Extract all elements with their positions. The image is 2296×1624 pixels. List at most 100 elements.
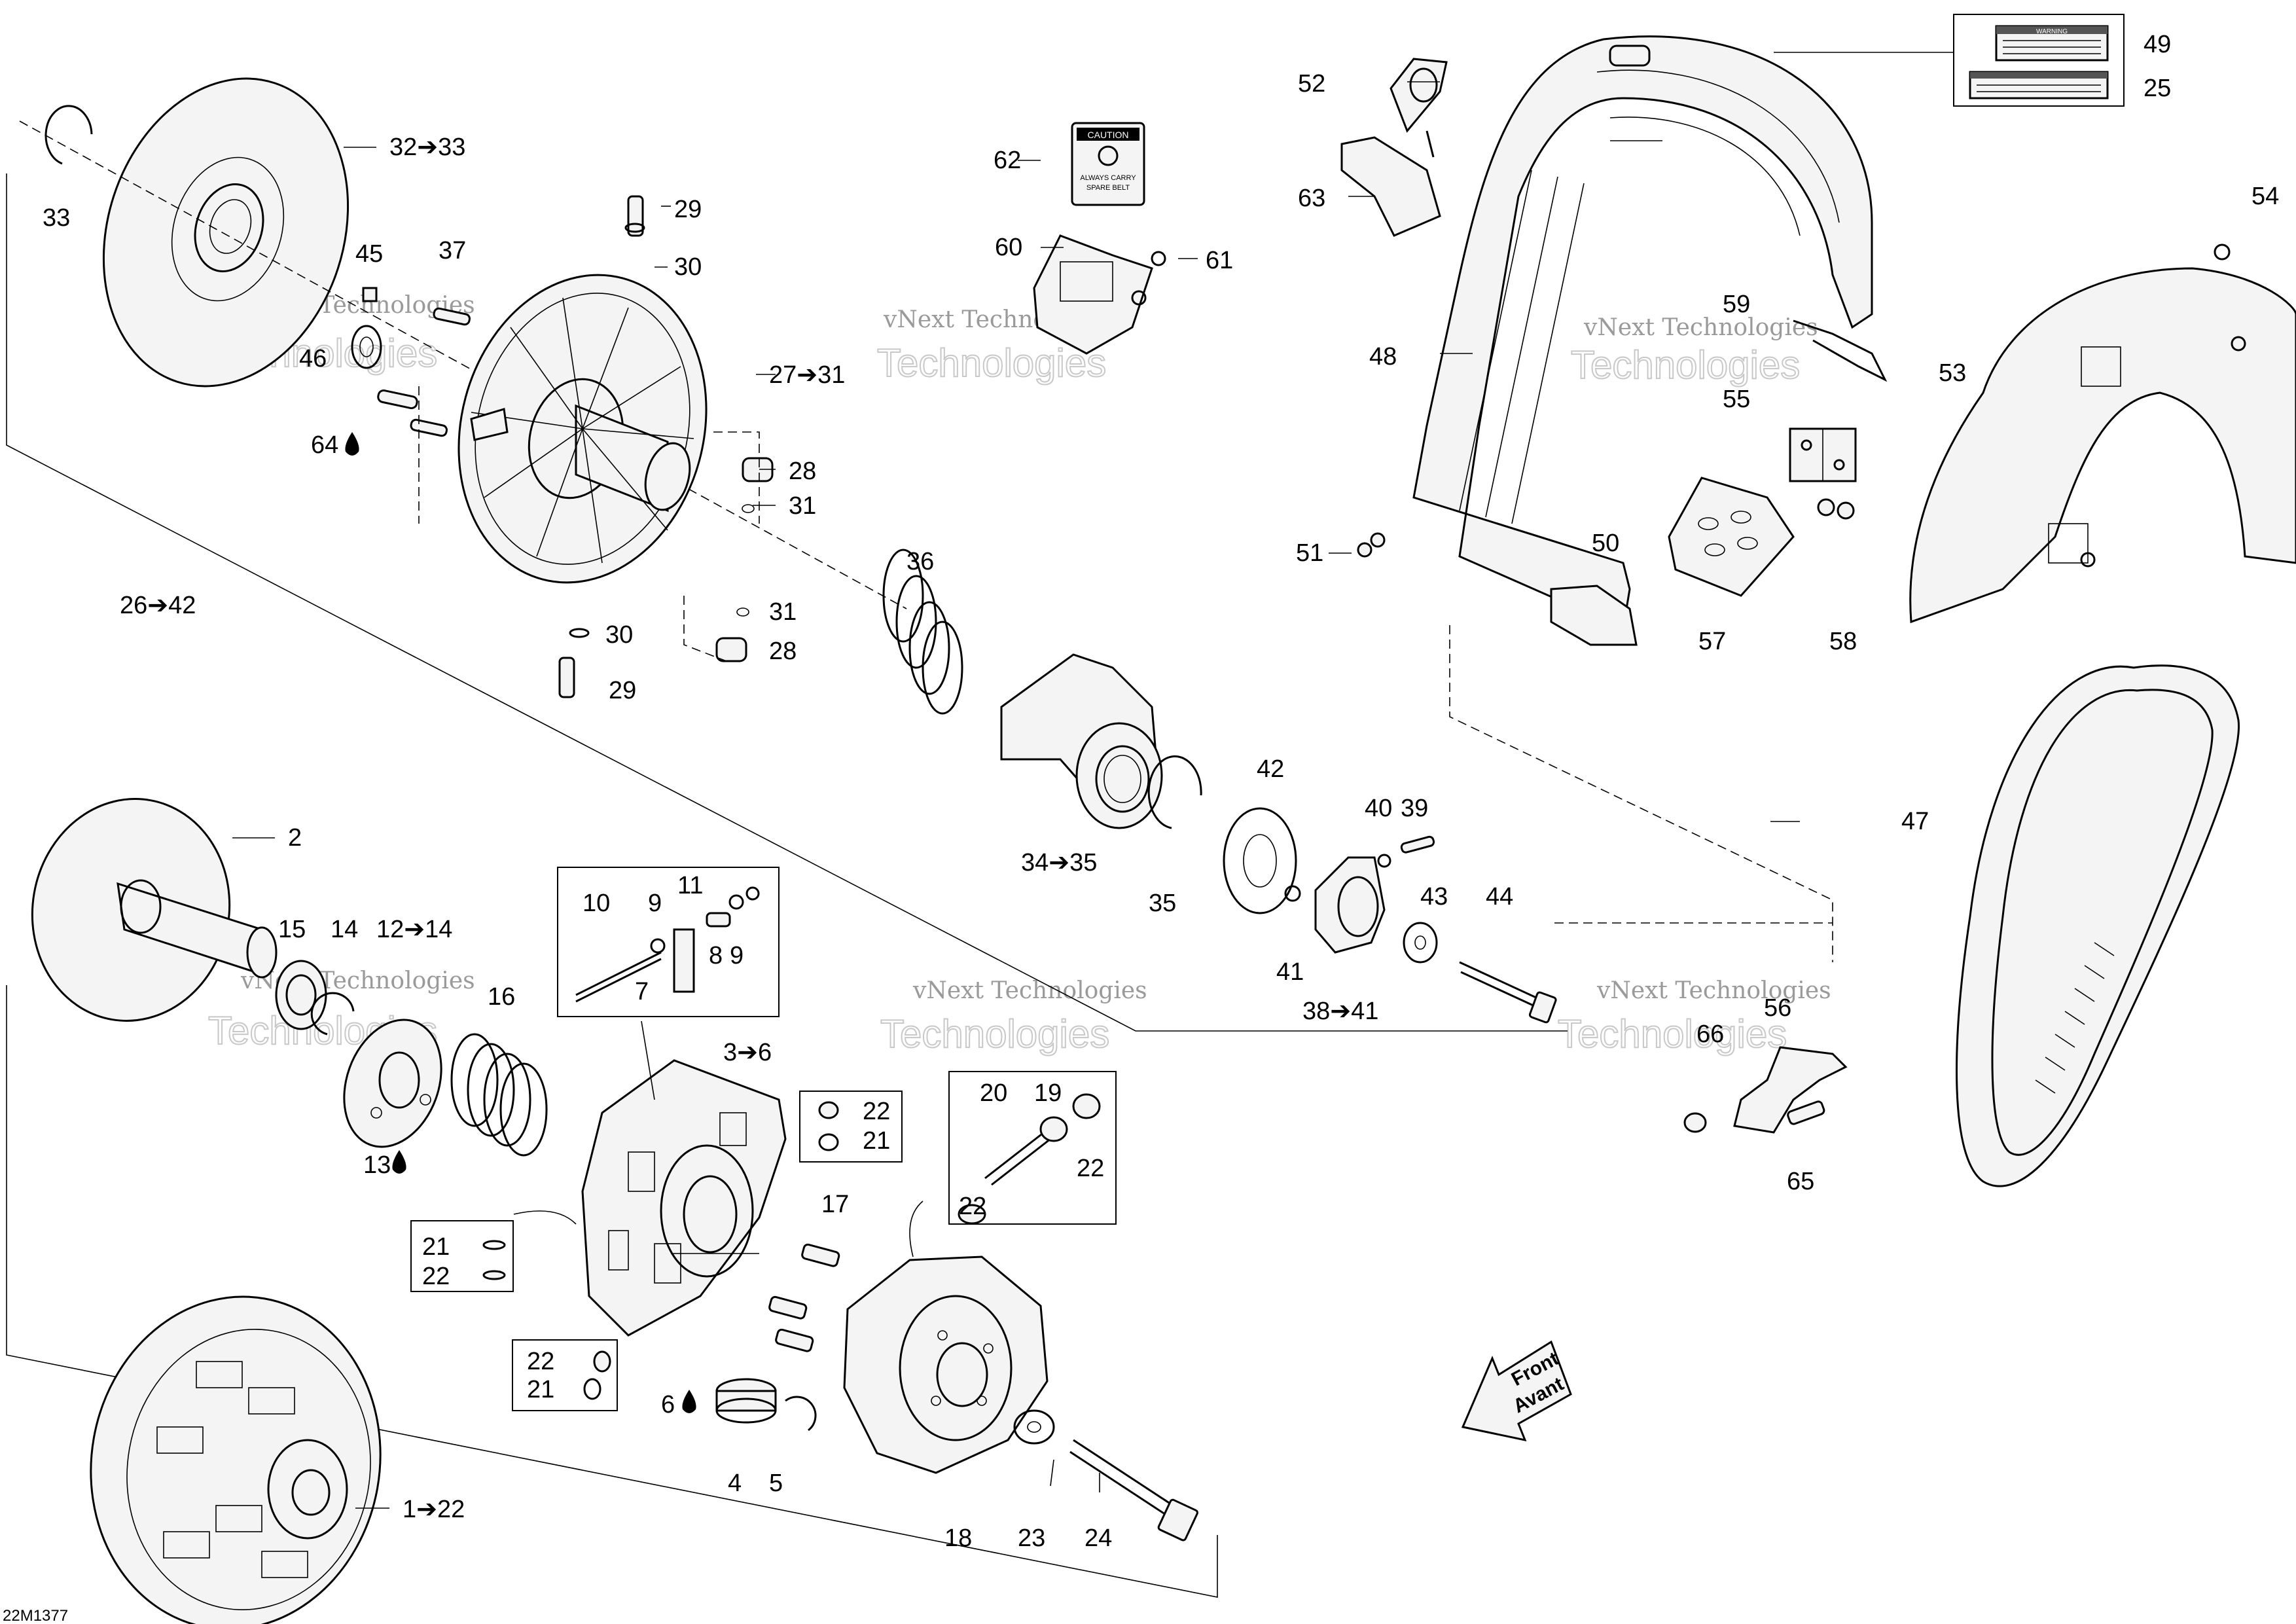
watermark-text: Technologies — [880, 1012, 1109, 1056]
callout-number: 48 — [1369, 343, 1397, 370]
callout-number: 27➔31 — [769, 361, 845, 389]
callout-number: 36 — [906, 548, 934, 575]
callout-number: 4 — [728, 1470, 742, 1497]
callout-number: 34➔35 — [1021, 849, 1097, 876]
driven-pulley-fixed-half — [19, 77, 907, 609]
callout-number: 31 — [789, 492, 816, 520]
callout-number: 64 — [311, 431, 338, 459]
driven-pulley-sliding-half — [457, 274, 708, 584]
callout-number: 23 — [1018, 1525, 1045, 1552]
callout-number: 2 — [288, 824, 302, 852]
arrow — [641, 1020, 655, 1100]
callout-number: 17 — [821, 1191, 849, 1218]
watermark-text: vNext Technologies — [240, 967, 475, 994]
callout-number: 1➔22 — [403, 1496, 465, 1523]
callout-number: 65 — [1787, 1168, 1814, 1195]
callout-number: 15 — [278, 916, 306, 943]
callout-number: 33 — [43, 204, 70, 232]
front-direction-arrow: Front Avant — [1461, 1340, 1572, 1442]
spring-cover — [343, 1019, 442, 1148]
washer — [1403, 922, 1438, 964]
drive-pulley-spring — [450, 1033, 548, 1157]
callout-number: 57 — [1698, 628, 1726, 655]
callout-number: 55 — [1723, 386, 1750, 413]
callout-number: 24 — [1085, 1525, 1112, 1552]
callout-number: 37 — [439, 237, 466, 264]
callout-number: 60 — [995, 234, 1022, 261]
callout-number: 22 — [959, 1193, 986, 1220]
cap-assembly-box-a — [799, 1091, 903, 1163]
callout-number: 66 — [1696, 1020, 1724, 1048]
arrow — [909, 1200, 924, 1257]
callout-number: 16 — [488, 983, 515, 1011]
watermarks: vNext Technologies Technologies vNext Te… — [207, 292, 1831, 1056]
diagram-id: 22M1377 — [3, 1607, 68, 1624]
arrow — [513, 1210, 577, 1225]
callout-number: 18 — [944, 1525, 972, 1552]
callout-number: 35 — [1149, 890, 1176, 917]
callout-number: 10 — [583, 890, 610, 917]
callout-number: 63 — [1298, 185, 1325, 212]
callout-number: 7 — [635, 978, 649, 1005]
callout-number: 51 — [1296, 539, 1323, 567]
callout-number: 41 — [1276, 958, 1304, 986]
callout-number: 20 — [980, 1079, 1007, 1107]
callout-number: 56 — [1764, 994, 1791, 1022]
bolt — [1069, 1439, 1198, 1542]
callout-number: 50 — [1592, 530, 1619, 557]
callout-number: 9 — [648, 890, 662, 917]
leader-lines — [232, 81, 1800, 1509]
callout-number: 22 — [527, 1348, 554, 1375]
oil-drop-icon — [345, 432, 696, 1413]
callout-number: 61 — [1206, 247, 1233, 274]
guard-bracket — [1340, 136, 1441, 237]
washer — [1013, 1409, 1055, 1445]
callout-number: 32➔33 — [389, 134, 465, 161]
callout-number: 40 — [1365, 795, 1392, 822]
callout-number: 30 — [674, 253, 702, 281]
belt-guard — [1412, 35, 1873, 630]
drive-pulley-assembly — [90, 1295, 382, 1624]
callout-numbers: 1➔22 2 3➔6 4 5 6 7 8 9 9 10 11 12➔14 13 … — [43, 31, 2279, 1552]
callout-number: 62 — [994, 147, 1021, 174]
washer — [1223, 807, 1297, 914]
hinge — [1789, 427, 1857, 482]
callout-number: 21 — [863, 1127, 890, 1155]
watermark-text: vNext Technologies — [1596, 977, 1831, 1004]
guard-plate — [1550, 585, 1638, 646]
callout-number: 26➔42 — [120, 592, 196, 619]
driven-pulley-pins — [377, 195, 774, 698]
watermark-text: Technologies — [877, 341, 1106, 385]
callout-number: 5 — [769, 1470, 783, 1497]
callout-number: 21 — [422, 1233, 450, 1261]
callout-number: 58 — [1829, 628, 1857, 655]
mounting-bracket — [1683, 1046, 1848, 1134]
callout-number: 21 — [527, 1376, 554, 1403]
callout-number: 9 — [730, 942, 744, 969]
screws — [1357, 498, 1855, 558]
drive-belt — [1956, 664, 2240, 1187]
roller-assembly-box — [557, 867, 780, 1017]
cap-assembly-box-b — [410, 1220, 514, 1292]
callout-number: 3➔6 — [723, 1039, 772, 1066]
circlip — [45, 105, 93, 165]
screws — [768, 1243, 840, 1352]
callout-number: 13 — [363, 1151, 391, 1179]
callout-number: 53 — [1939, 359, 1966, 387]
spider — [843, 1255, 1049, 1474]
callout-number: 25 — [2144, 75, 2171, 102]
callout-number: 22 — [1077, 1155, 1104, 1182]
retainer — [1284, 835, 1435, 954]
watermark-text: vNext Technologies — [912, 977, 1147, 1004]
callout-number: 52 — [1298, 70, 1325, 98]
warning-label-set: WARNING — [1953, 14, 2125, 107]
cap-assembly-box-c — [512, 1339, 618, 1411]
callout-number: 6 — [661, 1391, 675, 1418]
watermark-text: Technologies — [1571, 343, 1800, 387]
caution-label-title: CAUTION — [1088, 130, 1129, 140]
callout-number: 19 — [1034, 1079, 1062, 1107]
callout-number: 43 — [1420, 883, 1448, 911]
caution-label-line: ALWAYS CARRY — [1080, 174, 1136, 182]
washer-hole — [359, 336, 374, 357]
